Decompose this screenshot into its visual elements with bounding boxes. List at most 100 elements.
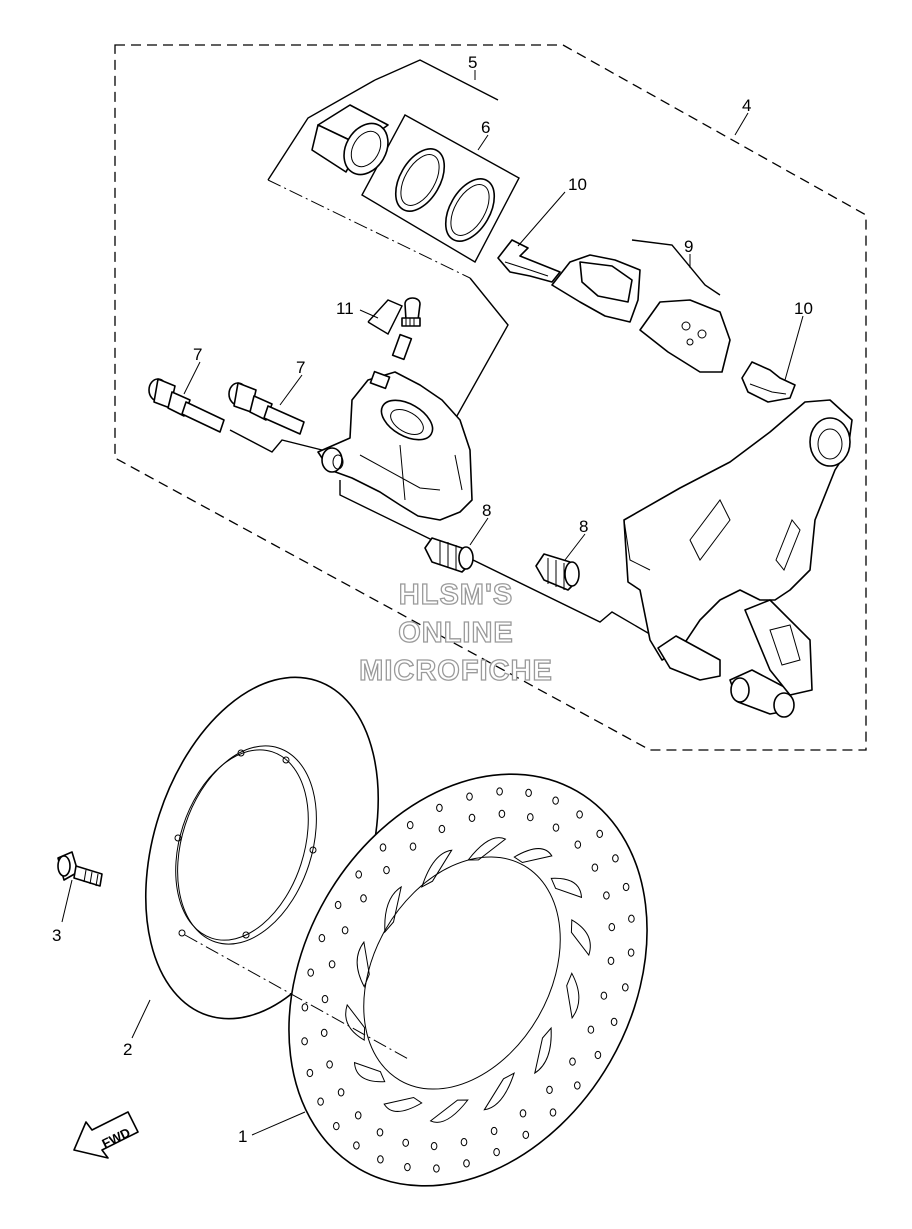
disc-vent-slot bbox=[429, 1099, 469, 1123]
pad-group-bracket bbox=[631, 239, 721, 296]
disc-vent-slot bbox=[467, 837, 507, 861]
disc-vent-slot bbox=[353, 1061, 386, 1083]
disc-vent-slot bbox=[483, 1072, 515, 1111]
disc-drill-hole bbox=[463, 1159, 470, 1168]
disc-drill-hole bbox=[569, 1057, 576, 1066]
seal-group-box bbox=[361, 114, 520, 263]
disc-drill-hole bbox=[552, 796, 559, 805]
callout-8-left: 8 bbox=[482, 501, 491, 520]
callout-10-lower: 10 bbox=[794, 299, 813, 318]
disc-vent-slot bbox=[384, 885, 402, 934]
disc-drill-hole bbox=[591, 863, 599, 872]
disc-drill-hole bbox=[402, 1138, 410, 1147]
disc-drill-hole bbox=[376, 1128, 384, 1137]
disc-drill-hole bbox=[594, 1050, 602, 1060]
disc-drill-hole bbox=[468, 813, 476, 823]
disc-drill-hole bbox=[333, 1122, 340, 1131]
disc-drill-hole bbox=[379, 843, 387, 852]
piston-to-caliper-dashline bbox=[267, 179, 471, 279]
disc-drill-hole bbox=[496, 787, 503, 796]
bleeder-screw bbox=[391, 297, 421, 361]
disc-drill-hole bbox=[608, 923, 616, 932]
disc-drill-hole bbox=[622, 983, 629, 992]
watermark-line-1: HLSM'S bbox=[399, 579, 513, 611]
disc-vent-slot bbox=[513, 848, 553, 864]
disc-drill-hole bbox=[301, 1003, 309, 1012]
disc-drill-hole bbox=[574, 1081, 581, 1090]
disc-drill-hole bbox=[460, 1138, 468, 1147]
disc-drill-hole bbox=[355, 870, 363, 879]
disc-drill-hole bbox=[433, 1164, 440, 1173]
disc-drill-hole bbox=[574, 840, 582, 849]
disc-bolt bbox=[57, 851, 103, 887]
callout-4: 4 bbox=[742, 96, 751, 115]
disc-vent-slot bbox=[356, 940, 370, 988]
disc-drill-hole bbox=[328, 960, 336, 969]
disc-drill-hole bbox=[409, 842, 417, 851]
disc-drill-hole bbox=[321, 995, 329, 1004]
disc-drill-hole bbox=[307, 968, 315, 977]
disc-drill-hole bbox=[493, 1148, 500, 1157]
disc-drill-hole bbox=[519, 1109, 527, 1118]
bleeder-bracket bbox=[367, 299, 403, 335]
callout-9: 9 bbox=[684, 237, 693, 256]
disc-drill-hole bbox=[466, 792, 473, 801]
callout-leaders bbox=[61, 70, 804, 1136]
disc-drill-hole bbox=[353, 1141, 360, 1150]
slider-boot-right bbox=[535, 553, 580, 591]
disc-drill-hole bbox=[546, 1085, 553, 1095]
disc-drill-hole bbox=[341, 926, 349, 935]
disc-drill-hole bbox=[622, 882, 630, 892]
disc-drill-hole bbox=[628, 914, 635, 923]
callout-7-left: 7 bbox=[193, 345, 202, 364]
piston-group-bracket-right bbox=[374, 59, 499, 101]
disc-drill-hole bbox=[301, 1037, 308, 1046]
piston-group-bracket bbox=[267, 79, 376, 181]
watermark-line-3: MICROFICHE bbox=[359, 655, 553, 687]
disc-drill-hole bbox=[627, 948, 635, 957]
disc-drill-hole bbox=[326, 1060, 333, 1069]
disc-drill-hole bbox=[610, 1017, 618, 1027]
fwd-direction-arrow: FWD bbox=[73, 1111, 139, 1159]
disc-drill-hole bbox=[436, 803, 443, 813]
disc-vent-slot bbox=[534, 1026, 552, 1075]
disc-drill-hole bbox=[607, 956, 615, 966]
callout-10-upper: 10 bbox=[568, 175, 587, 194]
pad-spring-upper bbox=[497, 239, 561, 283]
callout-11: 11 bbox=[336, 299, 354, 318]
disc-drill-hole bbox=[490, 1126, 498, 1136]
disc-drill-hole bbox=[527, 813, 534, 822]
disc-drill-hole bbox=[337, 1088, 345, 1097]
disc-drill-hole bbox=[576, 810, 583, 819]
watermark: HLSM'S ONLINE MICROFICHE bbox=[359, 578, 553, 687]
pin-bracket-line bbox=[229, 429, 323, 453]
brake-pad-outer bbox=[551, 254, 641, 323]
disc-vent-slot bbox=[550, 877, 583, 899]
disc-drill-hole bbox=[320, 1028, 328, 1038]
piston bbox=[311, 104, 389, 176]
piston-seals bbox=[394, 148, 496, 242]
disc-vent-slot bbox=[421, 849, 453, 888]
disc-drill-hole bbox=[525, 788, 532, 798]
slider-boot-left bbox=[424, 537, 474, 573]
disc-drill-hole bbox=[522, 1130, 530, 1140]
disc-vent-slot bbox=[383, 1096, 423, 1112]
callout-6: 6 bbox=[481, 118, 490, 137]
disc-drill-hole bbox=[552, 823, 560, 832]
disc-vent-slot bbox=[570, 919, 591, 957]
disc-drill-hole bbox=[498, 809, 506, 819]
caliper-assembly-boundary bbox=[114, 44, 867, 751]
disc-vent-slot bbox=[566, 972, 580, 1020]
disc-vent-slot bbox=[345, 1003, 366, 1041]
brake-disc bbox=[288, 773, 648, 1187]
disc-drill-hole bbox=[404, 1163, 411, 1172]
pad-spring-lower bbox=[741, 361, 796, 403]
callout-8-right: 8 bbox=[579, 517, 588, 536]
disc-drill-hole bbox=[612, 854, 619, 863]
disc-drill-hole bbox=[603, 891, 610, 900]
caliper-bracket bbox=[623, 399, 853, 718]
caliper-bracket-line bbox=[434, 277, 509, 456]
slider-bracket-line bbox=[339, 480, 661, 641]
disc-drill-hole bbox=[587, 1025, 595, 1034]
